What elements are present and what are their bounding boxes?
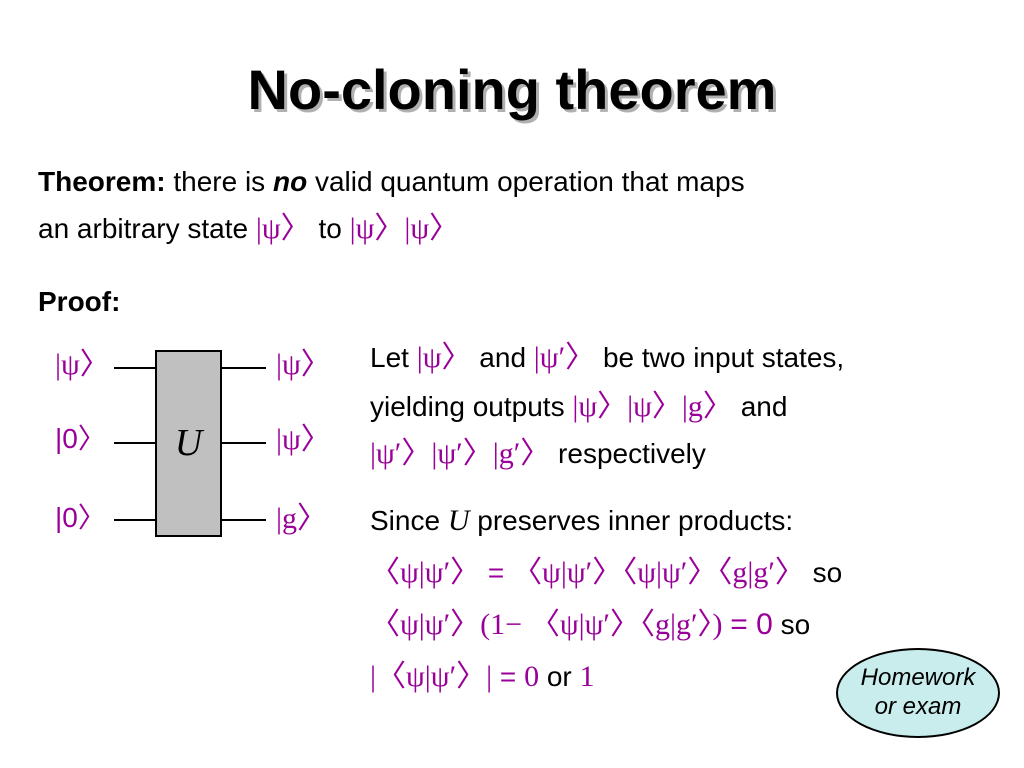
theorem-ket-psipsi: |ψ〉|ψ〉 xyxy=(349,212,460,245)
eq3-one: 1 xyxy=(579,660,595,693)
proof-equation-1: 〈ψ|ψ′〉 = 〈ψ|ψ′〉〈ψ|ψ′〉〈g|g′〉 so xyxy=(370,558,842,588)
proof-label: Proof: xyxy=(38,286,121,317)
slide-title: No-cloning theorem xyxy=(247,58,777,121)
homework-callout-line1: Homework xyxy=(860,664,976,692)
unitary-gate-label: U xyxy=(174,422,203,464)
proof-and-1: and xyxy=(479,342,527,373)
eq3-equals: = xyxy=(499,661,517,692)
eq2-part-a: 〈ψ|ψ′〉(1− xyxy=(370,608,523,641)
theorem-label: Theorem: xyxy=(38,166,166,197)
circuit-wire-out-2 xyxy=(222,442,266,444)
proof-since: Since xyxy=(370,505,441,536)
eq1-rhs: 〈ψ|ψ′〉〈ψ|ψ′〉〈g|g′〉 xyxy=(512,556,805,589)
proof-ket-psi-prime: |ψ′〉 xyxy=(533,341,596,374)
homework-callout: Homework or exam xyxy=(836,648,1000,738)
circuit-output-3: |g〉 xyxy=(276,502,328,535)
circuit-output-2: |ψ〉 xyxy=(276,423,331,456)
theorem-text-2: valid quantum operation that maps xyxy=(314,166,745,197)
proof-yielding: yielding outputs xyxy=(370,391,565,422)
proof-let: Let xyxy=(370,342,409,373)
circuit-input-3: |0〉 xyxy=(55,502,106,533)
proof-equation-2: 〈ψ|ψ′〉(1− 〈ψ|ψ′〉〈g|g′〉) = 0 so xyxy=(370,610,810,640)
eq3-abs: |〈ψ|ψ′〉| xyxy=(370,660,493,693)
circuit-wire-in-1 xyxy=(114,367,156,369)
theorem-to: to xyxy=(318,213,342,244)
proof-line-2: yielding outputs |ψ〉|ψ〉|g〉 and xyxy=(370,392,787,422)
proof-equation-3: |〈ψ|ψ′〉| = 0 or 1 xyxy=(370,662,595,692)
eq2-equals-zero: = 0 xyxy=(730,608,773,641)
eq1-so: so xyxy=(812,557,843,588)
proof-output-ket-2: |ψ′〉|ψ′〉|g′〉 xyxy=(370,437,551,470)
proof-ket-psi: |ψ〉 xyxy=(416,341,472,374)
proof-u-symbol: U xyxy=(447,504,470,537)
eq2-so: so xyxy=(780,609,811,640)
homework-callout-line2: or exam xyxy=(874,693,962,720)
theorem-emphasis: no xyxy=(272,166,308,197)
circuit-input-1: |ψ〉 xyxy=(55,348,110,381)
theorem-line-2: an arbitrary state |ψ〉 to |ψ〉|ψ〉 xyxy=(38,214,459,244)
eq1-lhs: 〈ψ|ψ′〉 xyxy=(370,556,481,589)
proof-respectively: respectively xyxy=(558,438,706,469)
circuit-output-1: |ψ〉 xyxy=(276,348,331,381)
eq3-or: or xyxy=(546,661,572,692)
proof-line-4: Since U preserves inner products: xyxy=(370,506,793,536)
proof-line-3: |ψ′〉|ψ′〉|g′〉 respectively xyxy=(370,439,706,469)
circuit-wire-in-3 xyxy=(114,519,156,521)
proof-line4-rest: preserves inner products: xyxy=(477,505,794,536)
eq3-zero: 0 xyxy=(524,660,540,693)
proof-output-ket-1: |ψ〉|ψ〉|g〉 xyxy=(572,390,733,423)
proof-line-1: Let |ψ〉 and |ψ′〉 be two input states, xyxy=(370,343,844,373)
proof-line1-rest: be two input states, xyxy=(602,342,845,373)
theorem-line2-text: an arbitrary state xyxy=(38,213,249,244)
circuit-wire-in-2 xyxy=(114,442,156,444)
theorem-ket-psi: |ψ〉 xyxy=(255,212,311,245)
proof-and-2: and xyxy=(740,391,788,422)
theorem-line-1: Theorem: there is no valid quantum opera… xyxy=(38,168,745,196)
circuit-wire-out-1 xyxy=(222,367,266,369)
circuit-input-2: |0〉 xyxy=(55,423,106,454)
eq2-part-b: 〈ψ|ψ′〉〈g|g′〉) xyxy=(529,608,723,641)
circuit-wire-out-3 xyxy=(222,519,266,521)
unitary-gate: U xyxy=(155,350,222,537)
eq1-equals: = xyxy=(487,557,505,588)
theorem-text-1: there is xyxy=(173,166,266,197)
